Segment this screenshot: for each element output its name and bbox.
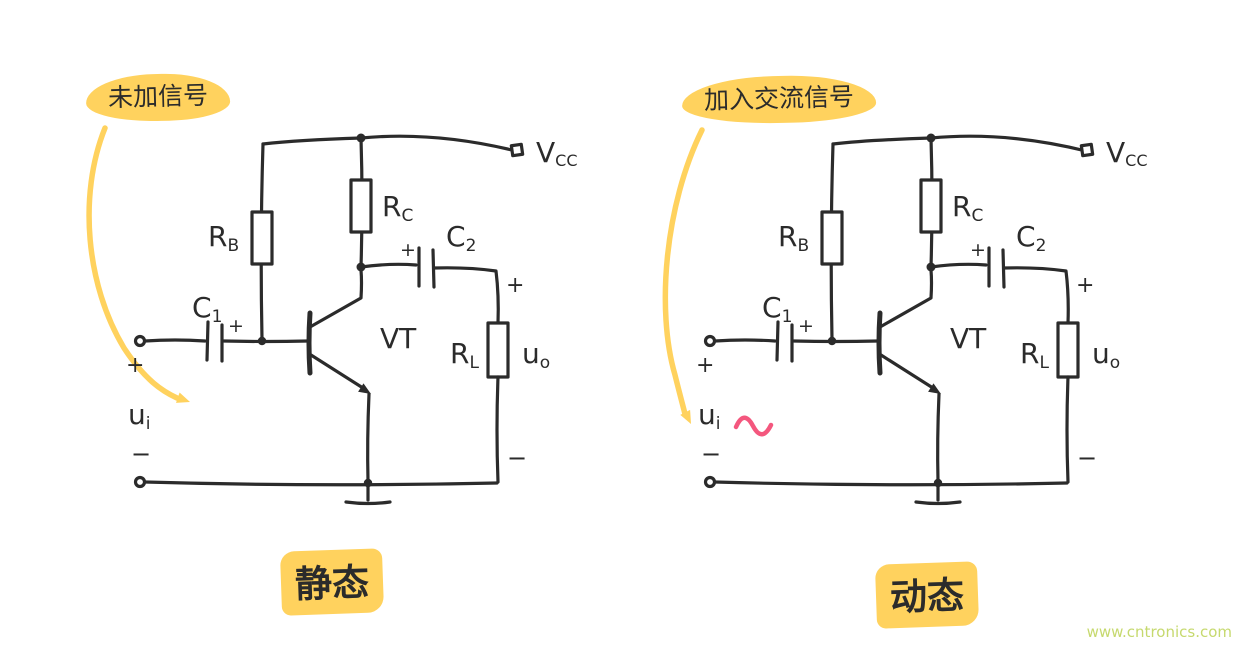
- sine-wave-icon: [733, 415, 774, 437]
- circuit-svg-dynamic: [662, 127, 1210, 630]
- caption-static: 静态: [279, 548, 385, 616]
- caption-dynamic: 动态: [874, 561, 980, 629]
- amplifier-circuit-dynamic: [696, 134, 1148, 504]
- annotation-arrowhead: [176, 392, 190, 403]
- annotation-arrowhead: [680, 409, 691, 424]
- amplifier-circuit-static: [126, 134, 578, 504]
- annotation-arrow: [86, 125, 180, 401]
- annotation-arrow: [662, 127, 705, 417]
- panel-static: 未加信号 静态: [50, 30, 640, 630]
- watermark: www.cntronics.com: [1086, 623, 1232, 641]
- circuit-svg-static: [86, 125, 640, 630]
- panel-dynamic: 加入交流信号 动态: [620, 30, 1210, 630]
